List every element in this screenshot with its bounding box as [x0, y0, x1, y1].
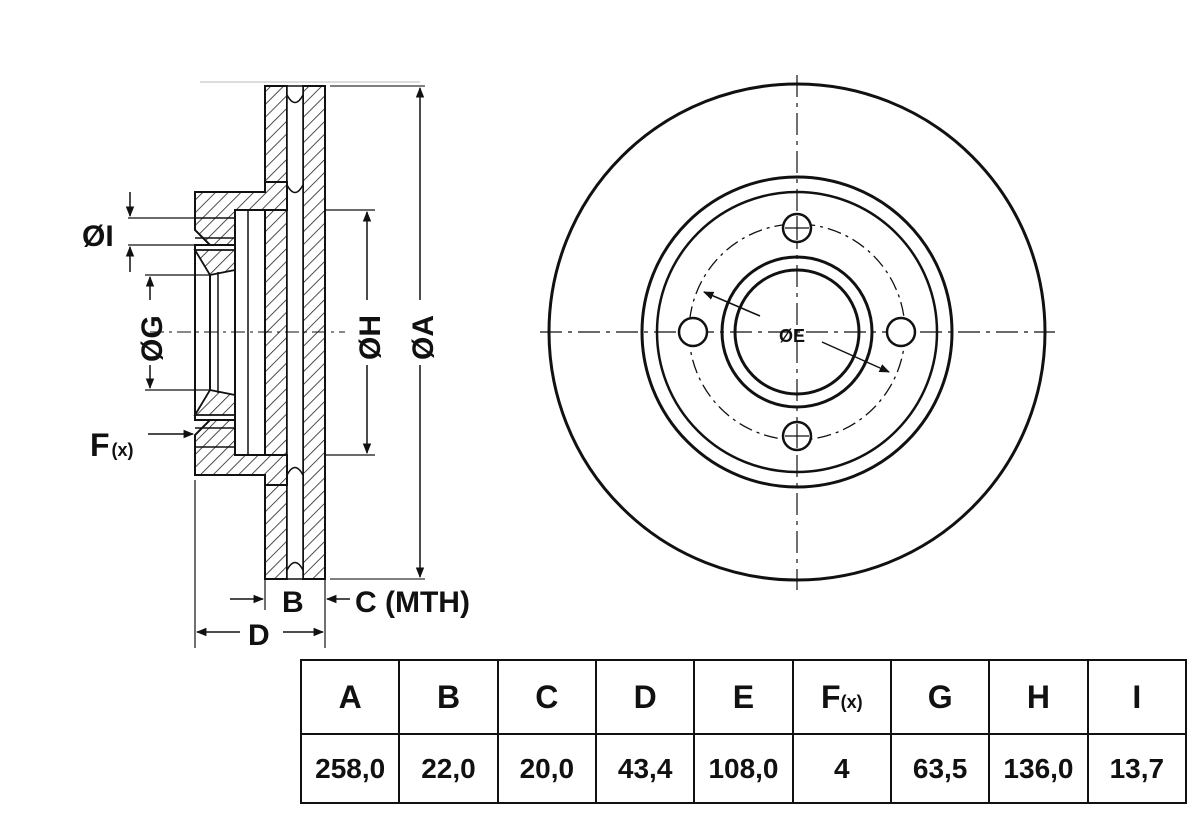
- header-E: E: [693, 659, 794, 735]
- side-section-view: ØI ØG ØH ØA F(x) B C (MTH): [82, 81, 470, 652]
- dim-G-label: ØG: [136, 315, 169, 362]
- header-I: I: [1086, 659, 1188, 735]
- hat-outer-edge: [640, 175, 954, 489]
- dim-D-label: D: [248, 619, 270, 652]
- dim-F-sub: (x): [112, 440, 134, 460]
- header-F: F(x): [791, 659, 892, 735]
- dim-H-label: ØH: [354, 315, 387, 360]
- value-I: 13,7: [1086, 733, 1188, 804]
- front-view: ØE: [540, 75, 1055, 590]
- bolt-hole-right: [885, 316, 917, 348]
- value-C: 20,0: [496, 733, 597, 804]
- rotor-outer-edge: [547, 82, 1047, 582]
- value-B: 22,0: [398, 733, 499, 804]
- header-G: G: [889, 659, 991, 735]
- specification-header-row: A B C D E F(x) G H I: [299, 659, 1188, 735]
- dim-B-label: B: [282, 586, 304, 619]
- bolt-hole-left: [677, 316, 709, 348]
- header-B: B: [398, 659, 499, 735]
- specification-table: A B C D E F(x) G H I 258,0 22,0 20,0 43,…: [299, 659, 1188, 804]
- header-C: C: [496, 659, 597, 735]
- dim-F-main: F: [90, 427, 110, 463]
- dim-E-label: ØE: [779, 326, 805, 346]
- value-G: 63,5: [889, 733, 991, 804]
- value-D: 43,4: [594, 733, 696, 804]
- header-A: A: [299, 659, 401, 735]
- header-D: D: [594, 659, 696, 735]
- value-F: 4: [791, 733, 892, 804]
- hub-outer-ring: [720, 255, 874, 409]
- brake-disc-technical-drawing: ØI ØG ØH ØA F(x) B C (MTH): [82, 75, 1055, 652]
- dim-I-label: ØI: [82, 220, 114, 253]
- dim-F-label: F(x): [90, 427, 134, 463]
- center-bore: [733, 268, 861, 396]
- header-H: H: [988, 659, 1089, 735]
- value-A: 258,0: [299, 733, 401, 804]
- dim-A-label: ØA: [407, 315, 440, 360]
- value-E: 108,0: [693, 733, 794, 804]
- specification-value-row: 258,0 22,0 20,0 43,4 108,0 4 63,5 136,0 …: [299, 733, 1188, 804]
- value-H: 136,0: [988, 733, 1089, 804]
- dim-C-label: C (MTH): [355, 586, 470, 619]
